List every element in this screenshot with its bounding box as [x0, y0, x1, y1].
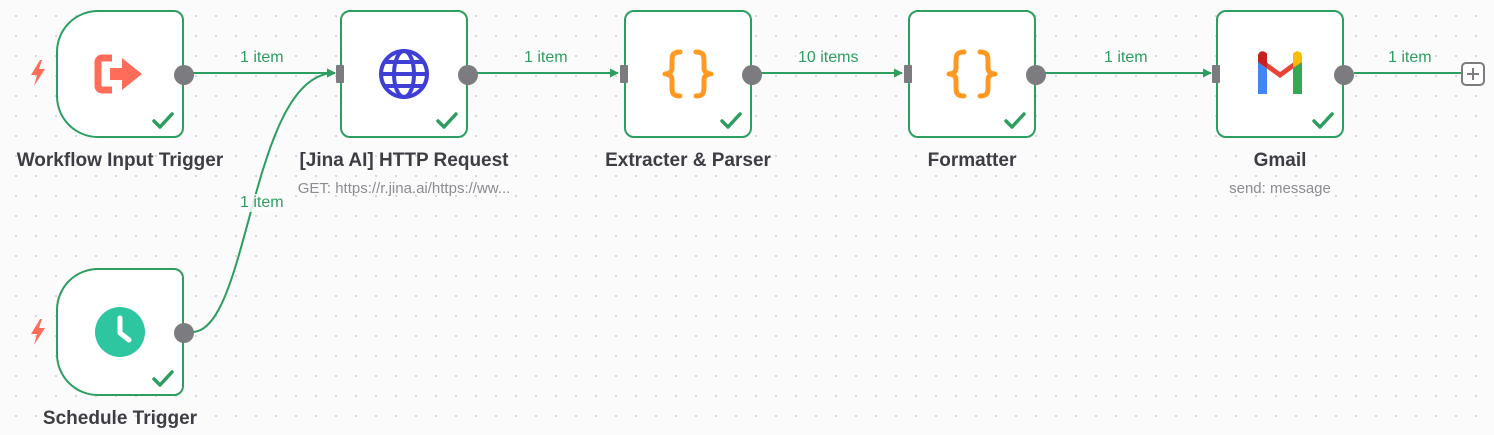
- success-check-icon: [1004, 112, 1026, 129]
- node-formatter[interactable]: [904, 10, 1046, 138]
- node-jina-ai-http-request[interactable]: [336, 10, 478, 138]
- input-handle[interactable]: [1212, 65, 1220, 83]
- node-schedule-trigger[interactable]: [56, 268, 194, 396]
- success-check-icon: [152, 112, 174, 129]
- trigger-bolt-icon: [31, 60, 45, 86]
- node-extracter-parser[interactable]: [620, 10, 762, 138]
- edge-label-http-to-extracter: 1 item: [522, 49, 570, 67]
- input-handle[interactable]: [336, 65, 344, 83]
- edge-label-schedule-to-http: 1 item: [238, 194, 286, 212]
- trigger-bolt-icon: [31, 319, 45, 345]
- add-node-button[interactable]: [1461, 62, 1485, 86]
- node-workflow-input-trigger[interactable]: [56, 10, 194, 138]
- output-handle[interactable]: [742, 65, 762, 85]
- output-handle[interactable]: [458, 65, 478, 85]
- clock-icon: [95, 307, 145, 357]
- success-check-icon: [152, 370, 174, 387]
- output-handle[interactable]: [174, 323, 194, 343]
- node-subtitle-gmail: send: message: [1229, 180, 1331, 197]
- edge-label-gmail-to-add: 1 item: [1386, 49, 1434, 67]
- code-braces-icon: [946, 49, 998, 99]
- node-label-workflow-input-trigger: Workflow Input Trigger: [16, 150, 224, 171]
- output-handle[interactable]: [1026, 65, 1046, 85]
- success-check-icon: [436, 112, 458, 129]
- input-handle[interactable]: [904, 65, 912, 83]
- edge-label-workflow-input-to-http: 1 item: [238, 49, 286, 67]
- output-handle[interactable]: [1334, 65, 1354, 85]
- gmail-icon: [1258, 51, 1302, 94]
- sign-out-arrow-icon: [94, 54, 142, 94]
- output-handle[interactable]: [174, 65, 194, 85]
- node-label-jina-ai-http-request: [Jina AI] HTTP Request: [299, 150, 509, 171]
- input-handle[interactable]: [620, 65, 628, 83]
- node-label-schedule-trigger: Schedule Trigger: [42, 408, 198, 429]
- success-check-icon: [1312, 112, 1334, 129]
- node-subtitle-jina-ai-http-request: GET: https://r.jina.ai/https://ww...: [297, 180, 511, 197]
- edge-label-extracter-to-formatter: 10 items: [796, 49, 861, 67]
- edge-label-formatter-to-gmail: 1 item: [1102, 49, 1150, 67]
- code-braces-icon: [662, 49, 714, 99]
- node-label-extracter-parser: Extracter & Parser: [605, 150, 771, 171]
- node-label-gmail: Gmail: [1253, 150, 1307, 171]
- node-label-formatter: Formatter: [927, 150, 1017, 171]
- node-gmail[interactable]: [1212, 10, 1354, 138]
- success-check-icon: [720, 112, 742, 129]
- globe-icon: [379, 49, 429, 99]
